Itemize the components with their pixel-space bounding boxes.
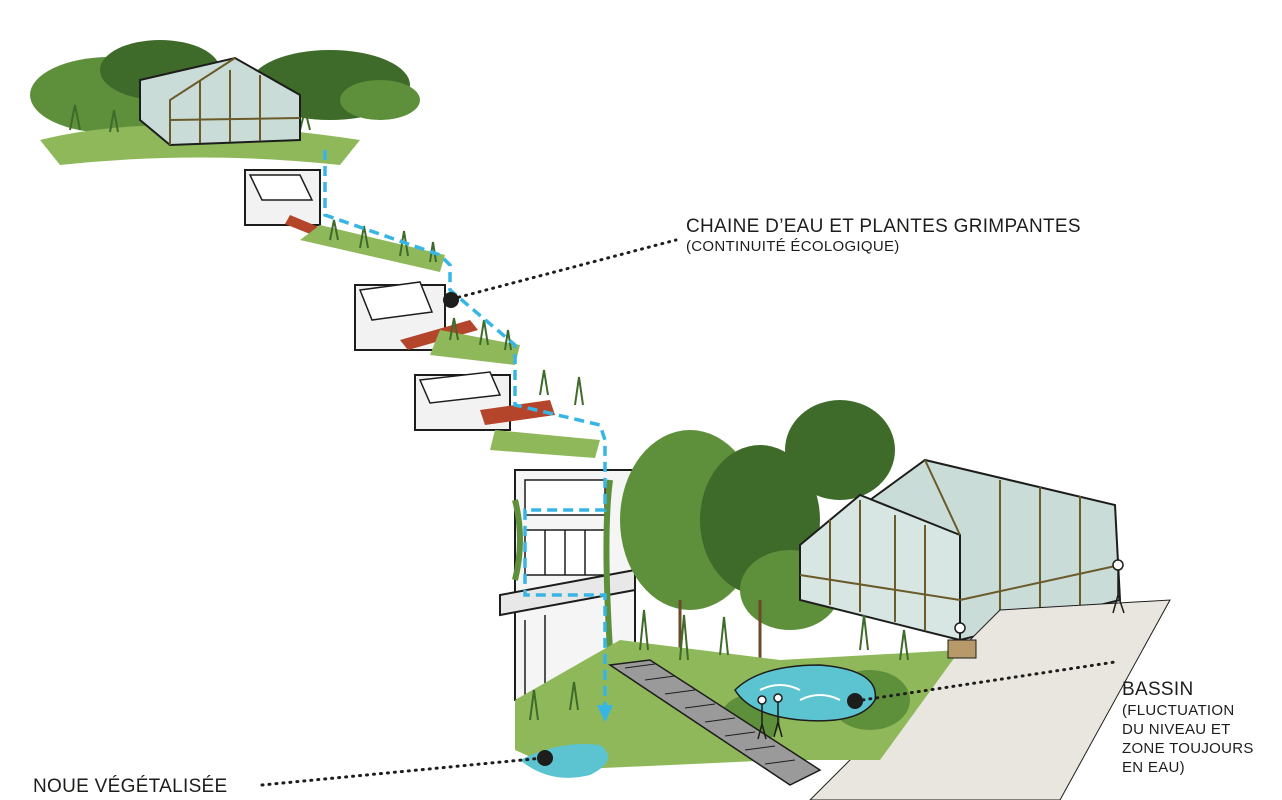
callout-noue	[260, 750, 553, 787]
terrace-level-2	[354, 281, 520, 365]
callout-chaine	[443, 238, 678, 308]
marker-bassin	[847, 693, 863, 709]
label-swale-title: NOUE VÉGÉTALISÉE	[33, 776, 228, 797]
lower-greenhouse	[799, 458, 1122, 642]
label-pool-line-2: DU NIVEAU ET	[1122, 720, 1231, 738]
marker-noue	[537, 750, 553, 766]
water-chain-line	[323, 150, 613, 722]
terrace-level-1	[244, 169, 445, 272]
label-pool-title: BASSIN	[1122, 679, 1194, 700]
people	[757, 559, 1125, 740]
boardwalk	[607, 659, 822, 786]
marker-chaine	[443, 292, 459, 308]
callout-bassin	[847, 660, 1117, 709]
label-pool-line-3: ZONE TOUJOURS	[1122, 739, 1254, 757]
terrace-level-3	[414, 369, 600, 458]
label-water-chain-subtitle: (CONTINUITÉ ÉCOLOGIQUE)	[686, 237, 900, 255]
label-pool-line-4: EN EAU)	[1122, 758, 1185, 776]
label-pool-line-1: (FLUCTUATION	[1122, 701, 1235, 719]
label-swale: NOUE VÉGÉTALISÉE	[33, 776, 228, 798]
label-water-chain-title: CHAINE D’EAU ET PLANTES GRIMPANTES	[686, 216, 1081, 237]
top-greenhouse	[139, 56, 301, 147]
tree-cluster	[620, 400, 895, 660]
label-pool: BASSIN (FLUCTUATION DU NIVEAU ET ZONE TO…	[1122, 679, 1254, 777]
label-water-chain: CHAINE D’EAU ET PLANTES GRIMPANTES (CONT…	[686, 216, 1081, 255]
pool	[734, 664, 877, 722]
